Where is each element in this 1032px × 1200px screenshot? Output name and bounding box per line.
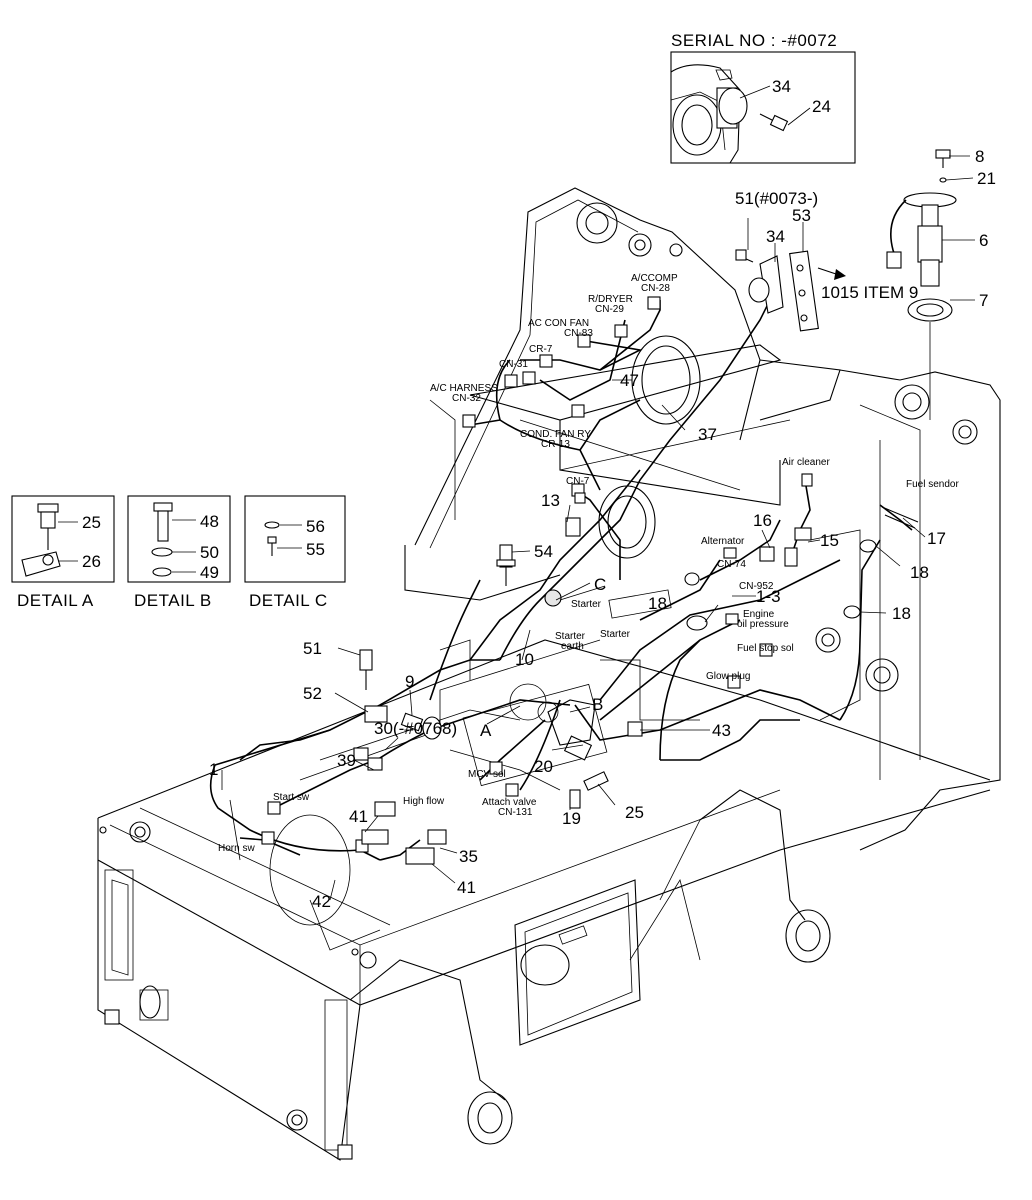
conn-oil-pressure: oil pressure (737, 619, 789, 630)
leader-lines (221, 155, 975, 901)
callout-39: 39 (337, 751, 356, 770)
detail-c-part-56: 56 (306, 517, 325, 536)
detail-b-part-48: 48 (200, 512, 219, 531)
conn-ac-con-fan: AC CON FAN (528, 318, 589, 329)
detail-a-caption: DETAIL A (17, 591, 94, 610)
callout-19: 19 (562, 809, 581, 828)
conn-attach-valve: Attach valve (482, 797, 537, 808)
callout-18-b: 18 (648, 594, 667, 613)
conn-glow-plug: Glow plug (706, 671, 750, 682)
callout-6: 6 (979, 231, 988, 250)
callout-47: 47 (620, 371, 639, 390)
callout-24: 24 (812, 97, 831, 116)
detail-b-part-49: 49 (200, 563, 219, 582)
parts-drawing (261, 149, 957, 865)
callout-13: 13 (541, 491, 560, 510)
detail-c: 56 55 DETAIL C (244, 495, 346, 610)
conn-air-cleaner: Air cleaner (782, 457, 830, 468)
callout-54: 54 (534, 542, 553, 561)
detail-a-part-26: 26 (82, 552, 101, 571)
callout-8: 8 (975, 147, 984, 166)
callout-17: 17 (927, 529, 946, 548)
conn-starter-earth-1: Starter (555, 631, 586, 642)
conn-cn-74: CN-74 (717, 559, 746, 570)
callout-30-0768: 30(-#0768) (374, 719, 457, 738)
conn-start-sw: Start sw (273, 792, 310, 803)
callout-41-b: 41 (457, 878, 476, 897)
callout-18-c: 18 (892, 604, 911, 623)
callout-15: 15 (820, 531, 839, 550)
letter-a: A (480, 721, 492, 740)
connector-labels: A/CCOMP CN-28 R/DRYER CN-29 AC CON FAN C… (218, 273, 959, 854)
conn-starter-2: Starter (600, 629, 631, 640)
callout-20: 20 (534, 757, 553, 776)
serial-inset-title: SERIAL NO : -#0072 (671, 31, 837, 50)
callout-7: 7 (979, 291, 988, 310)
callout-34: 34 (766, 227, 785, 246)
conn-cr-13: CR-13 (541, 439, 570, 450)
detail-letters: A B C (480, 575, 606, 740)
callout-25: 25 (625, 803, 644, 822)
callout-10: 10 (515, 650, 534, 669)
conn-alternator: Alternator (701, 536, 745, 547)
conn-r-dryer: R/DRYER (588, 294, 633, 305)
callout-1: 1 (209, 760, 218, 779)
callout-53: 53 (792, 206, 811, 225)
conn-fuel-stop-sol: Fuel stop sol (737, 643, 794, 654)
conn-high-flow: High flow (403, 796, 445, 807)
conn-cond-fan-ry: COND. FAN RY (520, 429, 591, 440)
detail-b-part-50: 50 (200, 543, 219, 562)
conn-starter-earth-2: earth (561, 641, 584, 652)
callout-43: 43 (712, 721, 731, 740)
callout-16: 16 (753, 511, 772, 530)
conn-cn-83: CN-83 (564, 328, 593, 339)
callout-51: 51 (303, 639, 322, 658)
callout-numbers: 34 24 8 21 6 7 51(#0073-) 53 34 1015 ITE… (209, 77, 996, 911)
callout-51-0073: 51(#0073-) (735, 189, 818, 208)
conn-engine: Engine (743, 609, 775, 620)
detail-c-part-55: 55 (306, 540, 325, 559)
letter-b: B (592, 695, 603, 714)
conn-cr-7: CR-7 (529, 344, 553, 355)
detail-b-caption: DETAIL B (134, 591, 212, 610)
conn-a-ccomp: A/CCOMP (631, 273, 678, 284)
callout-1-3: 1-3 (756, 587, 781, 606)
conn-cn-131: CN-131 (498, 807, 533, 818)
conn-cn-32: CN-32 (452, 393, 481, 404)
callout-41-a: 41 (349, 807, 368, 826)
callout-52: 52 (303, 684, 322, 703)
callout-21: 21 (977, 169, 996, 188)
detail-a-part-25: 25 (82, 513, 101, 532)
conn-starter: Starter (571, 599, 602, 610)
callout-42: 42 (312, 892, 331, 911)
callout-1015-item-9: 1015 ITEM 9 (821, 283, 918, 302)
conn-cn-7: CN-7 (566, 476, 590, 487)
serial-inset: SERIAL NO : -#0072 (670, 31, 856, 164)
conn-fuel-sendor: Fuel sendor (906, 479, 959, 490)
detail-b: 48 50 49 DETAIL B (127, 495, 231, 610)
detail-a: 25 26 DETAIL A (11, 495, 115, 610)
detail-c-caption: DETAIL C (249, 591, 328, 610)
conn-cn-31: CN-31 (499, 359, 528, 370)
letter-c: C (594, 575, 606, 594)
conn-cn-29: CN-29 (595, 304, 624, 315)
lower-frame-drawing (97, 639, 991, 1161)
callout-9: 9 (405, 672, 414, 691)
callout-34-inset: 34 (772, 77, 791, 96)
callout-37: 37 (698, 425, 717, 444)
callout-18-a: 18 (910, 563, 929, 582)
conn-a-c-harness: A/C HARNESS (430, 383, 498, 394)
callout-35: 35 (459, 847, 478, 866)
conn-horn-sw: Horn sw (218, 843, 255, 854)
conn-cn-28: CN-28 (641, 283, 670, 294)
conn-cn-952: CN-952 (739, 581, 774, 592)
conn-mcv-sol: MCV sol (468, 769, 506, 780)
